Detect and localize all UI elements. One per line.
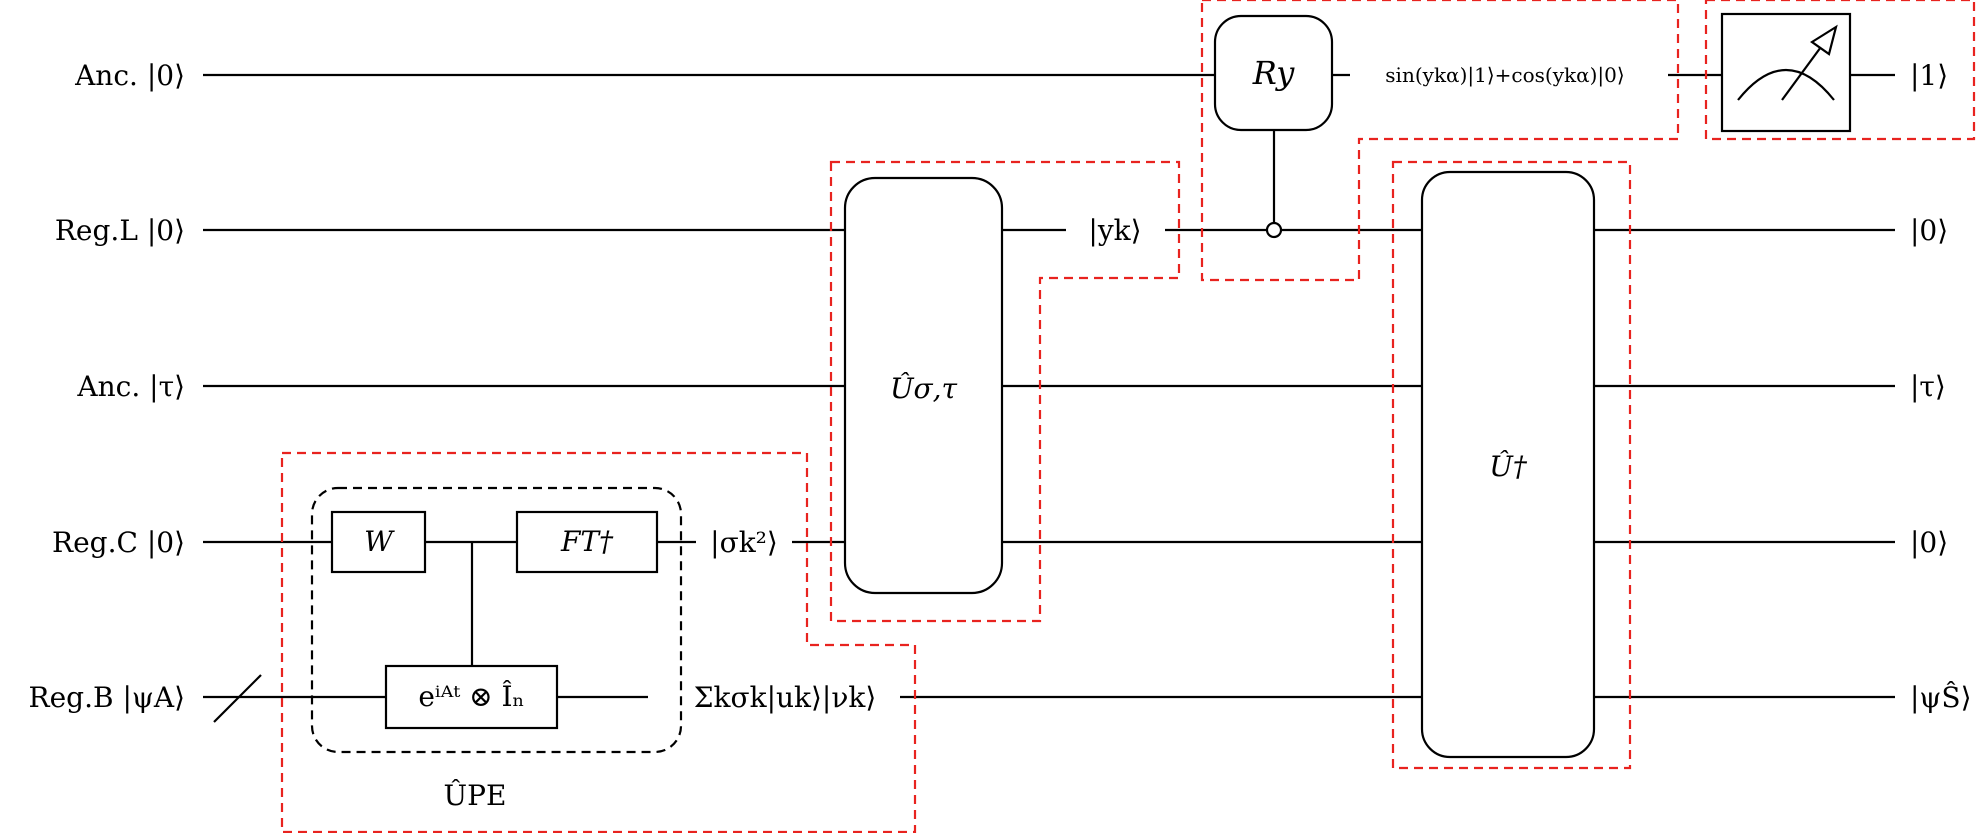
gate-Usig xyxy=(843,176,1004,595)
input-anc0: Anc. |0⟩ xyxy=(74,59,185,92)
output-regC: |0⟩ xyxy=(1910,526,1948,559)
pe-inner-box xyxy=(310,486,683,754)
multi-qubit-slash xyxy=(213,674,262,723)
gate-Ry xyxy=(1213,14,1334,132)
output-anc0: |1⟩ xyxy=(1910,59,1948,92)
ry-region xyxy=(1200,0,1680,282)
state-rot: sin(ykα)|1⟩+cos(ykα)|0⟩ xyxy=(1385,63,1624,88)
gate-Udag xyxy=(1420,170,1596,759)
gate-Udag-label: Û† xyxy=(1489,449,1528,483)
input-regB: Reg.B |ψA⟩ xyxy=(29,681,186,714)
gate-expA-label: eⁱᴬᵗ ⊗ Îₙ xyxy=(418,680,524,713)
gate-FT xyxy=(515,510,659,574)
usig-region xyxy=(829,160,1181,623)
input-regL: Reg.L |0⟩ xyxy=(55,214,185,247)
output-regL: |0⟩ xyxy=(1910,214,1948,247)
gate-Usig-label: Ûσ,τ xyxy=(890,371,958,405)
control-node xyxy=(1265,221,1283,239)
gate-W-label: W xyxy=(364,525,395,558)
state-yk: |yk⟩ xyxy=(1088,214,1141,247)
gate-W xyxy=(330,510,427,574)
upe-label: ÛPE xyxy=(444,778,507,812)
gate-FT-label: FT† xyxy=(560,525,614,558)
meter-region xyxy=(1704,0,1976,141)
output-ancTau: |τ⟩ xyxy=(1910,370,1946,403)
state-sigma: |σk²⟩ xyxy=(710,526,778,559)
udag-region xyxy=(1391,160,1632,770)
meter-icon xyxy=(1720,12,1852,133)
input-regC: Reg.C |0⟩ xyxy=(52,526,185,559)
upe-region xyxy=(280,451,917,833)
input-ancTau: Anc. |τ⟩ xyxy=(76,370,185,403)
gate-expA xyxy=(384,664,559,730)
output-regB: |ψŜ⟩ xyxy=(1910,680,1972,714)
gate-Ry-label: Ry xyxy=(1252,54,1296,92)
state-svd: Σkσk|uk⟩|νk⟩ xyxy=(694,681,877,714)
